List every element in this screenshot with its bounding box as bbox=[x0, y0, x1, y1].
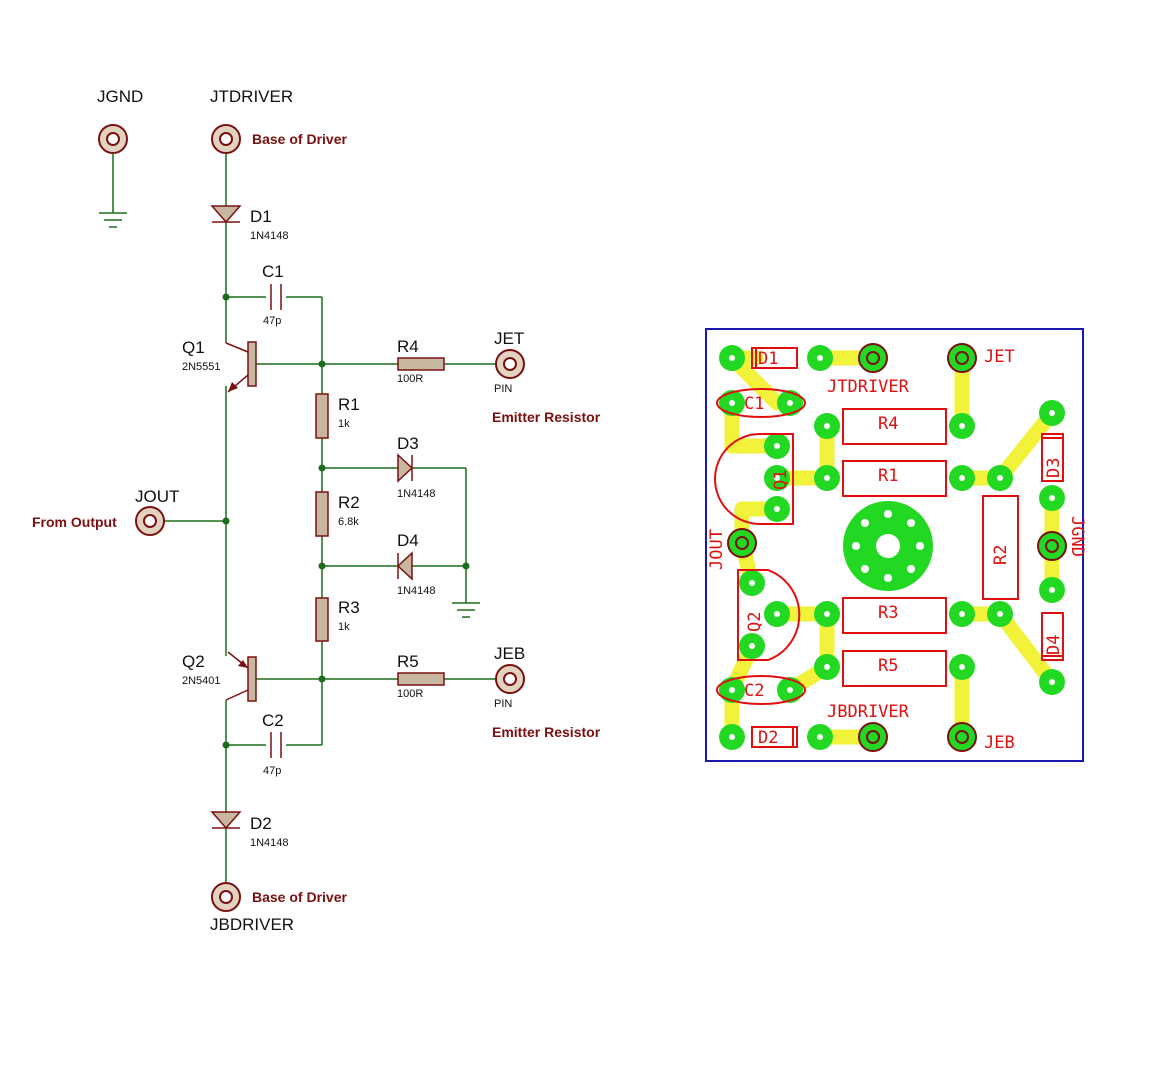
resistor-r3: R3 1k bbox=[315, 597, 360, 642]
r3-ref: R3 bbox=[338, 598, 360, 617]
jeb-pin-label: PIN bbox=[494, 698, 512, 710]
d1-ref: D1 bbox=[250, 207, 272, 226]
resistor-r4: R4 100R bbox=[397, 337, 445, 385]
from-output-note: From Output bbox=[32, 514, 117, 530]
d2-value: 1N4148 bbox=[250, 837, 289, 849]
transistor-q1: Q1 2N5551 bbox=[182, 338, 257, 393]
resistor-r2: R2 6.8k bbox=[315, 491, 360, 537]
d3-value: 1N4148 bbox=[397, 488, 436, 500]
r4-ref: R4 bbox=[397, 337, 419, 356]
c2-value: 47p bbox=[263, 765, 281, 777]
d1-value: 1N4148 bbox=[250, 230, 289, 242]
pcb-c1-label: C1 bbox=[744, 394, 764, 414]
r1-value: 1k bbox=[338, 418, 350, 430]
diode-d2: D2 1N4148 bbox=[210, 811, 289, 849]
terminal-jgnd: JGND bbox=[97, 87, 143, 228]
pcb-jbdriver-label: JBDRIVER bbox=[827, 702, 910, 722]
pcb-q2-label: Q2 bbox=[745, 612, 765, 632]
pcb-c2-label: C2 bbox=[744, 681, 764, 701]
pcb-r5-label: R5 bbox=[878, 656, 898, 676]
jbdriver-label: JBDRIVER bbox=[210, 915, 294, 934]
emitter-resistor-bottom-note: Emitter Resistor bbox=[492, 724, 601, 740]
c1-value: 47p bbox=[263, 315, 281, 327]
base-of-driver-top-note: Base of Driver bbox=[252, 131, 347, 147]
pcb-jout-label: JOUT bbox=[707, 529, 727, 570]
pcb-pads bbox=[719, 343, 1067, 752]
d4-value: 1N4148 bbox=[397, 585, 436, 597]
r5-value: 100R bbox=[397, 688, 423, 700]
jet-label: JET bbox=[494, 329, 524, 348]
diode-d4: D4 1N4148 bbox=[396, 531, 436, 597]
pcb-r1-label: R1 bbox=[878, 466, 898, 486]
pcb-d3-label: D3 bbox=[1044, 458, 1064, 478]
jeb-label: JEB bbox=[494, 644, 525, 663]
pcb-d1-label: D1 bbox=[758, 349, 778, 369]
diode-d1: D1 1N4148 bbox=[210, 205, 289, 242]
terminal-jeb: JEB PIN Emitter Resistor bbox=[492, 644, 601, 740]
pcb-jet-label: JET bbox=[984, 347, 1015, 367]
capacitor-c2: C2 47p bbox=[262, 711, 284, 777]
jet-pin-label: PIN bbox=[494, 383, 512, 395]
r2-ref: R2 bbox=[338, 493, 360, 512]
terminal-jet: JET PIN Emitter Resistor bbox=[492, 329, 601, 425]
terminal-jtdriver: JTDRIVER Base of Driver bbox=[210, 87, 347, 154]
pcb-r3-label: R3 bbox=[878, 603, 898, 623]
capacitor-c1: C1 47p bbox=[262, 262, 284, 327]
transistor-q2: Q2 2N5401 bbox=[182, 651, 257, 702]
jtdriver-label: JTDRIVER bbox=[210, 87, 293, 106]
diode-d3: D3 1N4148 bbox=[397, 434, 436, 500]
resistor-r1: R1 1k bbox=[315, 393, 360, 439]
r2-value: 6.8k bbox=[338, 516, 359, 528]
q2-ref: Q2 bbox=[182, 652, 205, 671]
pcb-silkscreen: D1 C1 Q1 R4 R1 D3 R2 D4 Q2 bbox=[707, 347, 1087, 753]
base-of-driver-bottom-note: Base of Driver bbox=[252, 889, 347, 905]
r3-value: 1k bbox=[338, 621, 350, 633]
terminal-jbdriver: Base of Driver JBDRIVER bbox=[210, 882, 347, 934]
pcb-layout: D1 C1 Q1 R4 R1 D3 R2 D4 Q2 bbox=[705, 328, 1087, 762]
schematic: JGND JTDRIVER Base of Driver bbox=[32, 87, 601, 934]
q2-value: 2N5401 bbox=[182, 675, 221, 687]
c1-ref: C1 bbox=[262, 262, 284, 281]
pcb-d4-label: D4 bbox=[1044, 635, 1064, 655]
d3-ref: D3 bbox=[397, 434, 419, 453]
d2-ref: D2 bbox=[250, 814, 272, 833]
r1-ref: R1 bbox=[338, 395, 360, 414]
pcb-jtdriver-label: JTDRIVER bbox=[827, 377, 910, 397]
ground-symbol-icon bbox=[452, 602, 480, 618]
emitter-resistor-top-note: Emitter Resistor bbox=[492, 409, 601, 425]
q1-value: 2N5551 bbox=[182, 361, 221, 373]
d4-ref: D4 bbox=[397, 531, 419, 550]
pcb-r4-label: R4 bbox=[878, 414, 898, 434]
r4-value: 100R bbox=[397, 373, 423, 385]
r5-ref: R5 bbox=[397, 652, 419, 671]
pcb-r2-label: R2 bbox=[991, 545, 1011, 565]
pcb-jeb-label: JEB bbox=[984, 733, 1015, 753]
q1-ref: Q1 bbox=[182, 338, 205, 357]
ground-symbol-icon bbox=[99, 212, 127, 228]
c2-ref: C2 bbox=[262, 711, 284, 730]
pcb-q1-label: Q1 bbox=[771, 470, 791, 490]
mounting-pad bbox=[843, 501, 933, 591]
pcb-jgnd-label: JGND bbox=[1067, 516, 1087, 557]
resistor-r5: R5 100R bbox=[397, 652, 445, 700]
jgnd-label: JGND bbox=[97, 87, 143, 106]
jout-label: JOUT bbox=[135, 487, 179, 506]
pcb-d2-label: D2 bbox=[758, 728, 778, 748]
terminal-jout: JOUT From Output bbox=[32, 487, 179, 536]
